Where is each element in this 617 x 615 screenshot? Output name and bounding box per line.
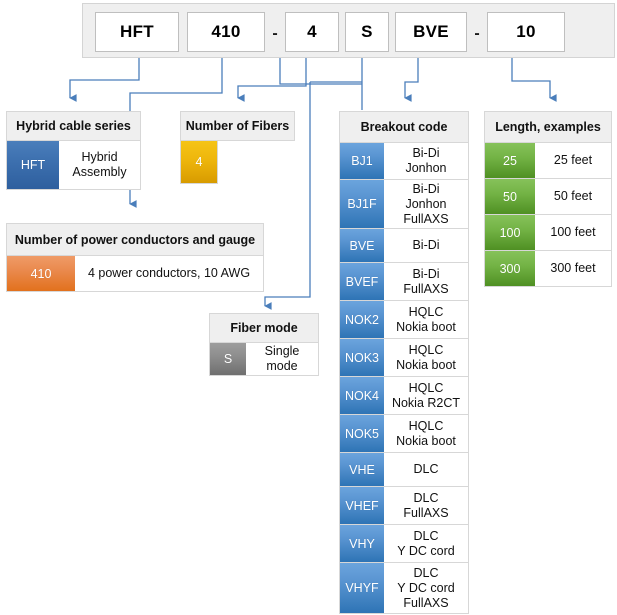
table-row[interactable]: VHY DLC Y DC cord (339, 525, 469, 563)
pn-segment-breakout[interactable]: BVE (395, 12, 467, 52)
pn-separator-2: - (474, 25, 480, 42)
card-number-of-fibers: Number of Fibers 4 (180, 111, 295, 184)
row-code: VHYF (340, 563, 384, 613)
part-number-strip: HFT 410 - 4 S BVE - 10 (82, 3, 615, 58)
row-desc: HQLC Nokia boot (384, 339, 468, 376)
row-code: BVEF (340, 263, 384, 300)
table-row[interactable]: NOK4 HQLC Nokia R2CT (339, 377, 469, 415)
card-title: Hybrid cable series (6, 111, 141, 141)
row-code: HFT (7, 141, 59, 189)
table-row[interactable]: NOK5 HQLC Nokia boot (339, 415, 469, 453)
card-fiber-mode: Fiber mode S Single mode (209, 313, 319, 376)
pn-segment-power[interactable]: 410 (187, 12, 265, 52)
table-row[interactable]: BJ1 Bi-Di Jonhon (339, 143, 469, 180)
row-desc: HQLC Nokia boot (384, 415, 468, 452)
row-desc: Single mode (246, 343, 318, 375)
table-row[interactable]: NOK3 HQLC Nokia boot (339, 339, 469, 377)
table-row[interactable]: VHE DLC (339, 453, 469, 487)
pn-segment-fiber-mode[interactable]: S (345, 12, 389, 52)
card-power-conductors: Number of power conductors and gauge 410… (6, 223, 264, 292)
row-desc: 50 feet (535, 179, 611, 214)
row-code: VHEF (340, 487, 384, 524)
table-row[interactable]: 100 100 feet (484, 215, 612, 251)
card-title: Number of power conductors and gauge (6, 223, 264, 256)
card-length-examples: Length, examples 25 25 feet 50 50 feet 1… (484, 111, 612, 287)
row-desc: 100 feet (535, 215, 611, 250)
row-desc: HQLC Nokia R2CT (384, 377, 468, 414)
row-code: BJ1 (340, 143, 384, 179)
row-desc: Bi-Di Jonhon (384, 143, 468, 179)
table-row[interactable]: 25 25 feet (484, 143, 612, 179)
breakout-rows: BJ1 Bi-Di Jonhon BJ1F Bi-Di Jonhon FullA… (339, 143, 469, 614)
row-code: BVE (340, 229, 384, 262)
row-desc: DLC (384, 453, 468, 486)
row-code: NOK4 (340, 377, 384, 414)
table-row[interactable]: 300 300 feet (484, 251, 612, 287)
row-desc: Bi-Di FullAXS (384, 263, 468, 300)
row-desc: 25 feet (535, 143, 611, 178)
row-desc: DLC Y DC cord FullAXS (384, 563, 468, 613)
card-title: Length, examples (484, 111, 612, 143)
table-row[interactable]: 4 (180, 141, 295, 184)
row-code: 4 (180, 141, 218, 184)
row-desc: DLC FullAXS (384, 487, 468, 524)
row-desc: Bi-Di (384, 229, 468, 262)
row-code: VHY (340, 525, 384, 562)
table-row[interactable]: VHYF DLC Y DC cord FullAXS (339, 563, 469, 614)
card-breakout-code: Breakout code BJ1 Bi-Di Jonhon BJ1F Bi-D… (339, 111, 469, 614)
row-desc: 300 feet (535, 251, 611, 286)
row-desc: HQLC Nokia boot (384, 301, 468, 338)
card-hybrid-cable-series: Hybrid cable series HFT Hybrid Assembly (6, 111, 141, 190)
row-code: S (210, 343, 246, 375)
row-desc: Hybrid Assembly (59, 141, 140, 189)
pn-separator-1: - (272, 25, 278, 42)
row-code: NOK2 (340, 301, 384, 338)
pn-segment-length[interactable]: 10 (487, 12, 565, 52)
table-row[interactable]: 50 50 feet (484, 179, 612, 215)
table-row[interactable]: 410 4 power conductors, 10 AWG (6, 256, 264, 292)
card-title: Number of Fibers (180, 111, 295, 141)
row-desc: Bi-Di Jonhon FullAXS (384, 180, 468, 228)
table-row[interactable]: NOK2 HQLC Nokia boot (339, 301, 469, 339)
row-code: 100 (485, 215, 535, 250)
row-code: NOK5 (340, 415, 384, 452)
row-code: BJ1F (340, 180, 384, 228)
table-row[interactable]: BVE Bi-Di (339, 229, 469, 263)
card-title: Breakout code (339, 111, 469, 143)
row-desc: 4 power conductors, 10 AWG (75, 256, 263, 291)
table-row[interactable]: HFT Hybrid Assembly (6, 141, 141, 190)
row-desc: DLC Y DC cord (384, 525, 468, 562)
pn-segment-series[interactable]: HFT (95, 12, 179, 52)
table-row[interactable]: BVEF Bi-Di FullAXS (339, 263, 469, 301)
table-row[interactable]: BJ1F Bi-Di Jonhon FullAXS (339, 180, 469, 229)
row-code: NOK3 (340, 339, 384, 376)
pn-segment-fibers[interactable]: 4 (285, 12, 339, 52)
row-code: 300 (485, 251, 535, 286)
table-row[interactable]: S Single mode (209, 343, 319, 376)
card-title: Fiber mode (209, 313, 319, 343)
table-row[interactable]: VHEF DLC FullAXS (339, 487, 469, 525)
row-code: 50 (485, 179, 535, 214)
row-code: VHE (340, 453, 384, 486)
row-code: 410 (7, 256, 75, 291)
row-code: 25 (485, 143, 535, 178)
